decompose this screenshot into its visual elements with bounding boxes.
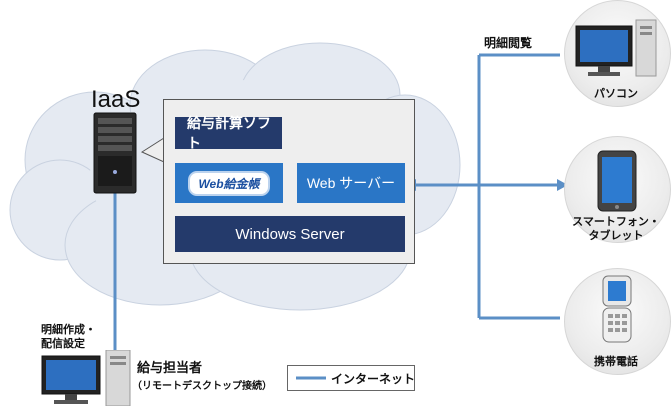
web-server-label: Web サーバー — [306, 175, 396, 191]
pc-label: パソコン — [594, 88, 638, 100]
web-server-box: Web サーバー — [297, 163, 405, 203]
remote-desktop-label: （リモートデスクトップ接続） — [132, 381, 272, 392]
admin-pc-icon — [41, 350, 131, 406]
payroll-staff-label: 給与担当者 — [137, 360, 203, 375]
windows-server-label: Windows Server — [235, 225, 345, 243]
iaas-label: IaaS — [91, 86, 141, 113]
legend-line-swatch — [296, 376, 326, 380]
windows-server-box: Windows Server — [175, 216, 405, 252]
payroll-software-label: 給与計算ソフト — [187, 115, 271, 151]
web-kyuyo-logo: Web給金帳 — [188, 170, 270, 196]
server-tower-icon — [93, 112, 137, 194]
mobile-phone-icon — [602, 275, 632, 343]
smartphone-label-1: スマートフォン・ — [572, 216, 660, 228]
pc-icon — [575, 19, 657, 77]
smartphone-icon — [597, 150, 637, 212]
web-kyuyo-box: Web給金帳 — [175, 163, 283, 203]
legend-internet-label: インターネット — [331, 372, 416, 386]
payroll-software-box: 給与計算ソフト — [175, 115, 282, 151]
admin-label-2: 配信設定 — [41, 338, 85, 350]
smartphone-label-2: タブレット — [588, 230, 644, 242]
access-label: 明細閲覧 — [484, 36, 533, 50]
admin-label-1: 明細作成・ — [41, 324, 96, 336]
mobile-label: 携帯電話 — [594, 356, 638, 368]
